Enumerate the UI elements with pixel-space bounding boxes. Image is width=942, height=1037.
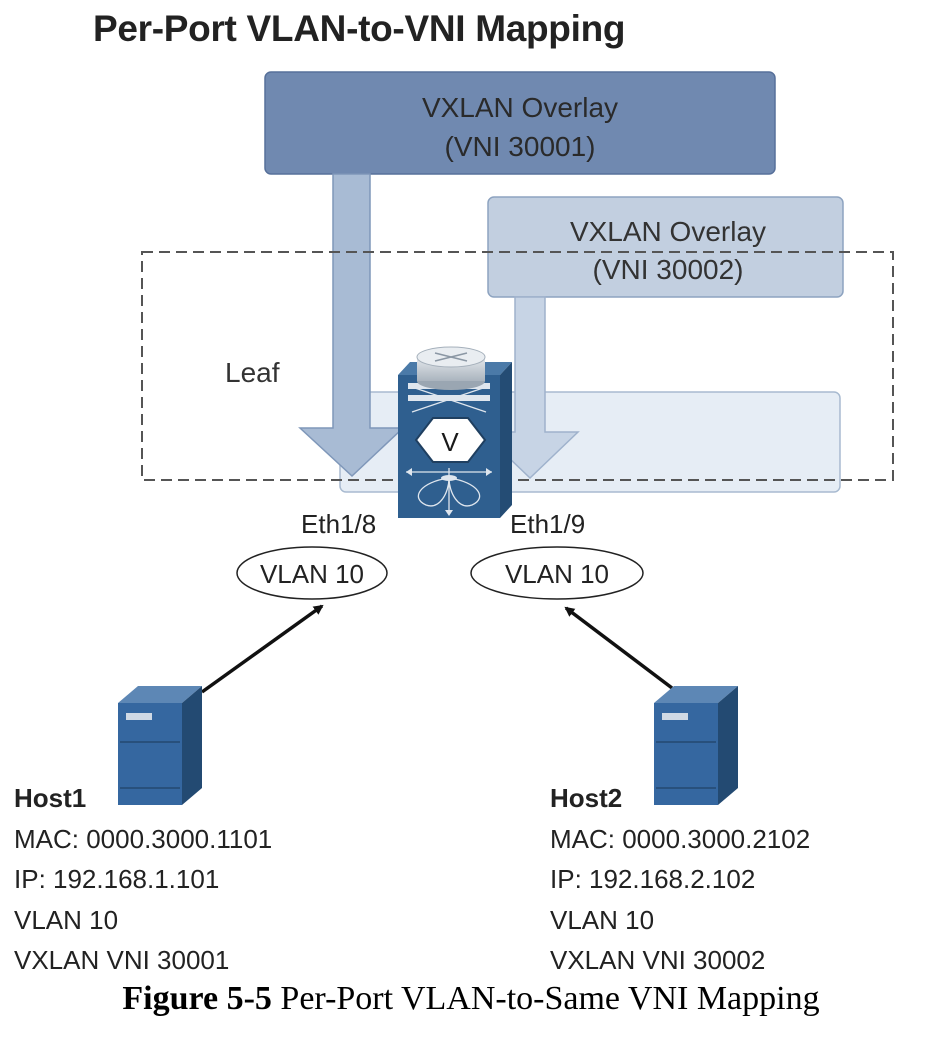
vlan-ellipse-eth1-9 <box>470 546 644 600</box>
host2-name: Host2 <box>550 783 623 813</box>
leaf-boundary <box>141 251 894 481</box>
host1-link-arrow <box>200 604 324 694</box>
host2-details: Host2 MAC: 0000.3000.2102 IP: 192.168.2.… <box>550 778 810 981</box>
overlay-vni-30001-box <box>264 71 776 175</box>
vlan-label-eth1-9: VLAN 10 <box>505 559 609 589</box>
overlay-vni-30002-line1: VXLAN Overlay <box>570 216 766 247</box>
host2-mac: MAC: 0000.3000.2102 <box>550 823 811 854</box>
host2-link-arrow <box>564 606 674 690</box>
host2-ip: IP: 192.168.2.102 <box>550 864 756 894</box>
vlan-ellipse-eth1-8 <box>236 546 388 600</box>
host2-vlan: VLAN 10 <box>550 904 655 935</box>
host1-server-icon <box>118 686 202 805</box>
host1-vni: VXLAN VNI 30001 <box>14 945 230 975</box>
host2-vni: VXLAN VNI 30002 <box>550 945 766 975</box>
host1-details: Host1 MAC: 0000.3000.1101 IP: 192.168.1.… <box>14 778 272 981</box>
overlay-vni-30002-box <box>487 196 844 298</box>
port-eth1-9-label: Eth1/9 <box>510 509 585 539</box>
host1-mac: MAC: 0000.3000.1101 <box>14 823 273 854</box>
overlay-vni-30001-arrow <box>298 173 405 478</box>
host1-vlan: VLAN 10 <box>14 904 119 935</box>
overlay-vni-30001-line1: VXLAN Overlay <box>422 92 618 123</box>
overlay-vni-30002-line2: (VNI 30002) <box>593 254 744 285</box>
overlay-vni-30001-line2: (VNI 30001) <box>445 131 596 162</box>
vlan-label-eth1-8: VLAN 10 <box>260 559 364 589</box>
leaf-label: Leaf <box>225 357 280 388</box>
figure-number: Figure 5-5 <box>122 980 272 1017</box>
figure-caption-text: Per-Port VLAN-to-Same VNI Mapping <box>271 980 820 1017</box>
vtep-label: V <box>441 427 459 457</box>
host1-name: Host1 <box>14 783 87 813</box>
diagram-title: Per-Port VLAN-to-VNI Mapping <box>93 8 626 49</box>
host2-server-icon <box>654 686 738 805</box>
leaf-switch-icon <box>398 346 512 518</box>
port-eth1-8-label: Eth1/8 <box>301 509 376 539</box>
host1-ip: IP: 192.168.1.101 <box>14 864 220 894</box>
figure-caption: Figure 5-5 Per-Port VLAN-to-Same VNI Map… <box>0 980 942 1018</box>
